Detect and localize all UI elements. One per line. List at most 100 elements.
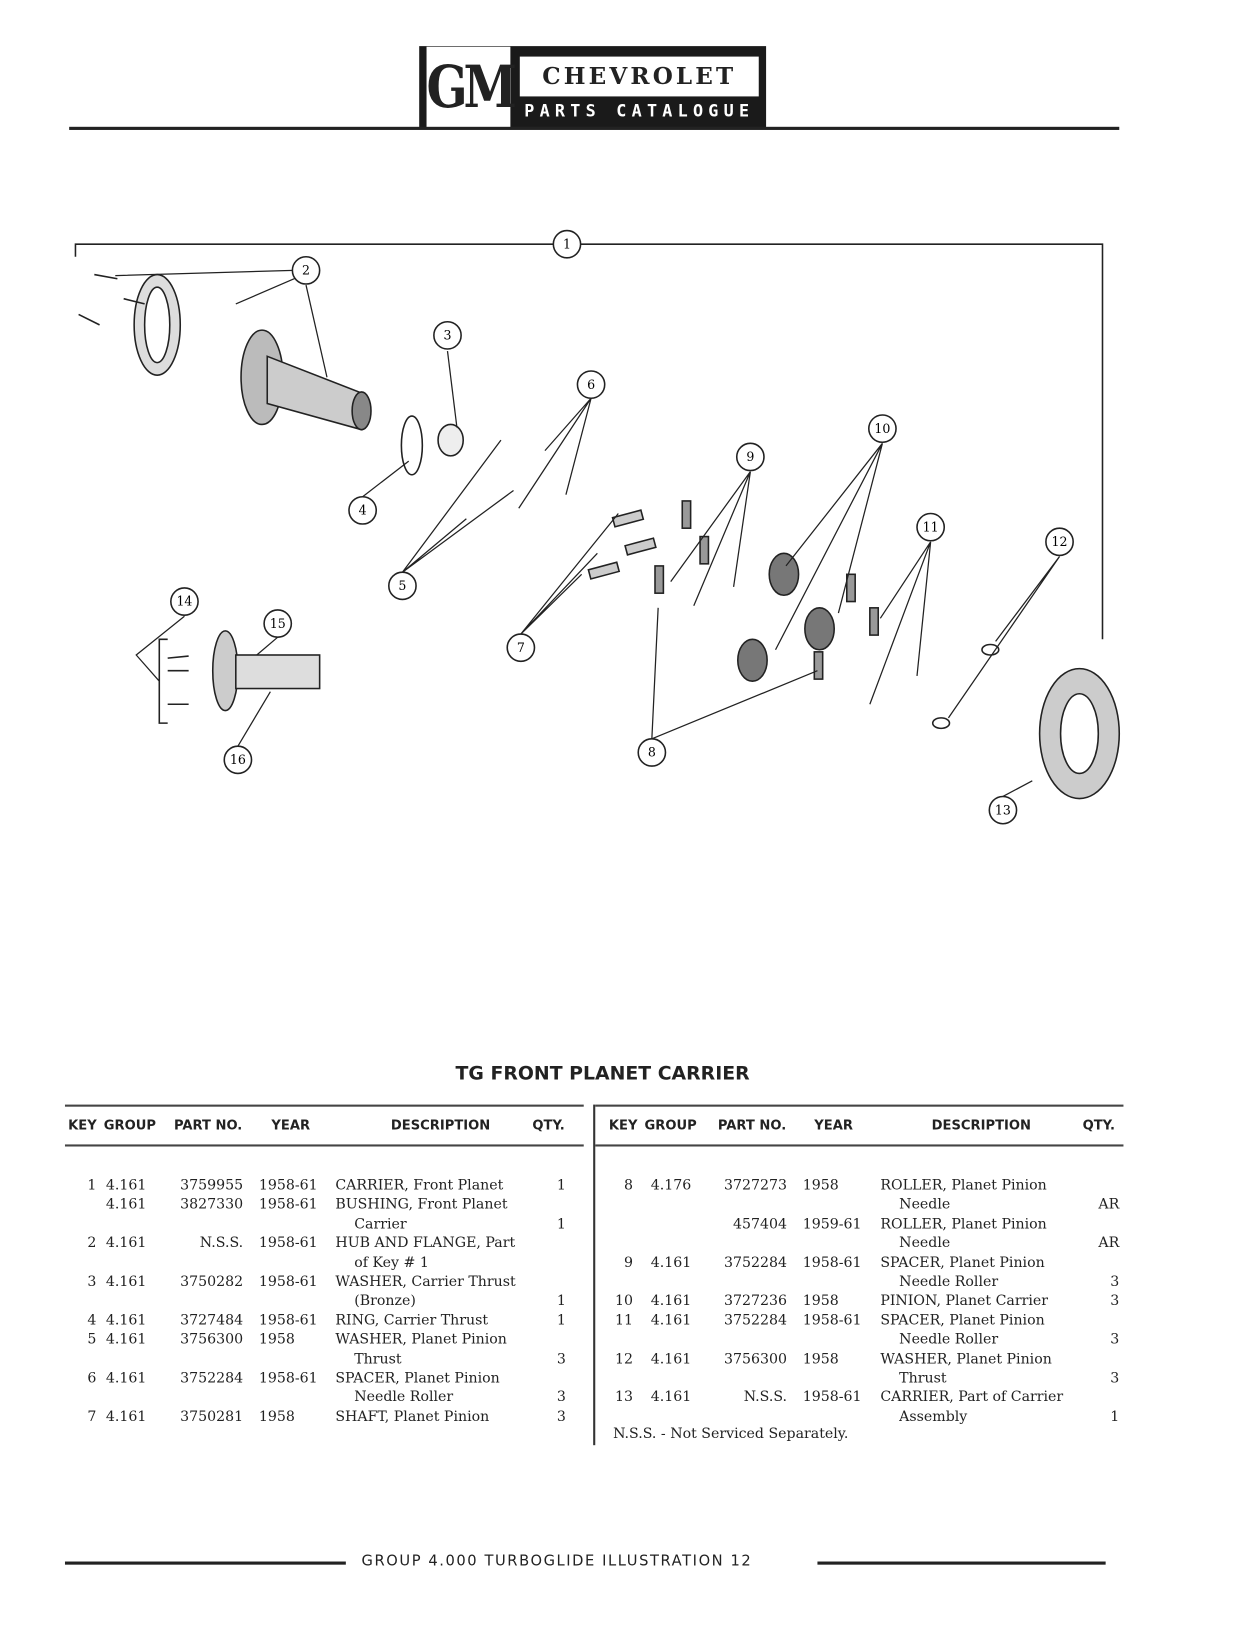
col-qty: QTY. [1082,1117,1115,1133]
description-line: BUSHING, Front Planet [335,1196,508,1213]
callout-3: 3 [433,320,462,350]
callout-13: 13 [988,795,1018,825]
cell-key: 12 [614,1350,633,1368]
cell-key: 11 [614,1311,633,1329]
description-line: SHAFT, Planet Pinion [335,1408,490,1426]
cell-group: 4.161 [105,1273,147,1291]
callout-number: 6 [587,377,595,392]
cell-key: 7 [87,1408,97,1426]
callout-number: 7 [517,640,525,655]
col-qty: QTY. [532,1117,565,1133]
description-line: CARRIER, Front Planet [335,1176,504,1194]
table-title: TG FRONT PLANET CARRIER [455,1062,750,1085]
cell-group: 4.161 [650,1350,692,1368]
callout-number: 12 [1052,534,1068,549]
cell-key: 10 [614,1292,633,1310]
cell-qty: 3 [1110,1292,1120,1310]
callout-5: 5 [388,571,417,601]
callout-7: 7 [506,633,536,663]
description-line: CARRIER, Part of Carrier [880,1388,1064,1406]
cell-year: 1958 [802,1350,839,1368]
callout-number: 5 [398,578,406,593]
callout-number: 16 [230,752,246,767]
description-line: WASHER, Planet Pinion [335,1331,507,1348]
callout-number: 10 [874,421,890,436]
callout-10: 10 [868,414,897,444]
cell-description: SHAFT, Planet Pinion [335,1407,489,1426]
description-line: Thrust [899,1369,947,1387]
cell-part: N.S.S. [199,1234,244,1252]
description-line: ROLLER, Planet Pinion [880,1215,1047,1233]
cell-part: 3727484 [180,1311,244,1329]
callout-14: 14 [170,587,199,616]
description-line: Needle Roller [354,1388,454,1406]
callout-2: 2 [291,255,321,285]
cell-key: 8 [623,1176,633,1194]
cell-year: 1958-61 [258,1234,318,1252]
description-line: (Bronze) [354,1292,416,1310]
callout-6: 6 [576,370,606,400]
callout-15: 15 [263,609,293,638]
logo-parts-catalogue: PARTS CATALOGUE [524,100,755,121]
cell-qty: 1 [556,1215,566,1233]
cell-part: 3752284 [724,1254,788,1271]
description-line: Assembly [899,1408,968,1426]
cell-key: 4 [87,1311,97,1329]
cell-part: 3727273 [724,1176,788,1194]
callout-number: 8 [648,745,656,760]
cell-part: 3752284 [724,1311,788,1329]
callout-number: 1 [563,236,571,251]
cell-year: 1958 [802,1176,839,1194]
cell-qty: 3 [556,1388,566,1406]
col-year: YEAR [814,1117,853,1133]
cell-qty: AR [1098,1234,1120,1252]
callout-12: 12 [1045,527,1074,557]
cell-qty: 1 [556,1311,566,1329]
callout-number: 2 [302,263,310,278]
description-line: Carrier [354,1215,407,1233]
description-line: SPACER, Planet Pinion [335,1369,500,1387]
description-line: ROLLER, Planet Pinion [880,1176,1047,1194]
cell-qty: 1 [1110,1408,1120,1426]
cell-part: N.S.S. [743,1388,788,1406]
description-line: RING, Carrier Thrust [335,1311,489,1329]
parts-table-right: KEY GROUP PART NO. YEAR DESCRIPTION QTY.… [595,1104,1124,1427]
cell-group: 4.161 [105,1176,147,1194]
col-key: KEY [68,1117,97,1133]
description-line: Needle Roller [899,1273,999,1291]
callout-16: 16 [223,745,253,775]
cell-qty: AR [1098,1196,1120,1213]
callout-4: 4 [348,495,378,525]
callout-number: 3 [443,328,451,343]
cell-group: 4.161 [650,1311,692,1329]
cell-key: 6 [87,1369,97,1387]
callout-number: 14 [176,594,192,609]
cell-qty: 3 [1110,1273,1120,1291]
logo-chevrolet: CHEVROLET [519,56,759,97]
callout-1: 1 [552,229,582,259]
callout-number: 13 [995,802,1011,817]
cell-year: 1958-61 [258,1196,318,1213]
footer-rule-left [64,1561,346,1565]
cell-description: PINION, Planet Carrier [880,1292,1048,1311]
gm-chevrolet-logo: GM CHEVROLET PARTS CATALOGUE [419,46,767,128]
cell-part: 3752284 [180,1369,244,1387]
cell-group: 4.161 [650,1292,692,1310]
cell-group: 4.161 [105,1311,147,1329]
cell-key: 5 [87,1331,97,1348]
